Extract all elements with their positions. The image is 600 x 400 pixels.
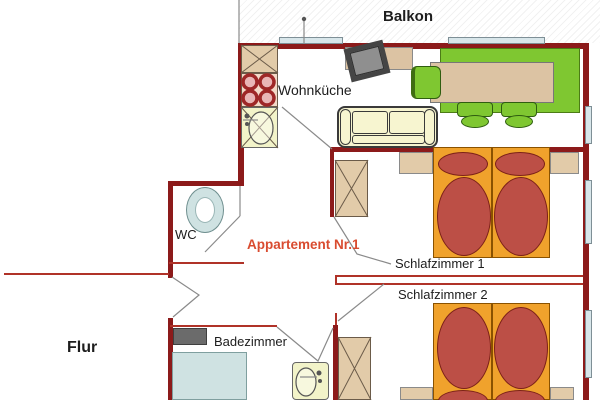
balcony-area [239, 0, 600, 43]
bed-divider [491, 303, 493, 400]
duvet [494, 307, 548, 389]
wall-bedroom-divider [335, 275, 583, 285]
label-flur: Flur [67, 339, 98, 356]
bedroom2-door-swing [337, 283, 385, 322]
pillow [438, 152, 488, 176]
headboard-bedroom1-left [399, 152, 433, 174]
door-jamb-bedroom2 [335, 313, 337, 325]
tv-screen [349, 45, 385, 77]
pillow [438, 390, 488, 400]
dining-table [430, 62, 554, 103]
wall-wc-left [168, 181, 173, 278]
kitchen-cabinet [241, 45, 278, 73]
boundary-flur [4, 273, 169, 275]
sofa-cushion [352, 111, 388, 134]
pillow [495, 390, 545, 400]
wall-wc-bottom [169, 262, 244, 264]
entrance-door-swing [171, 276, 200, 318]
sofa [337, 106, 438, 148]
sofa-arm [340, 109, 351, 145]
duvet [437, 307, 491, 389]
window-balcony-1 [279, 37, 343, 44]
label-balkon: Balkon [383, 8, 434, 25]
window-bedroom1 [585, 180, 592, 244]
wardrobe-bedroom2 [338, 337, 371, 400]
livingroom-door-swing [281, 106, 333, 150]
kitchen-sink [241, 107, 278, 148]
label-badezimmer: Badezimmer [214, 334, 287, 349]
label-schlafzimmer2: Schlafzimmer 2 [398, 287, 488, 302]
window-livingroom [585, 106, 592, 144]
label-wohnkueche: Wohnküche [278, 82, 352, 98]
double-bed-1 [433, 147, 550, 258]
duvet [494, 177, 548, 256]
wardrobe-bedroom1 [335, 160, 368, 217]
wall-top [239, 43, 588, 49]
wall-wc-top [169, 181, 244, 186]
label-wc: WC [175, 227, 197, 242]
double-bed-2 [433, 303, 550, 400]
wall-bedroom1-left [330, 147, 334, 217]
bed-divider [491, 147, 493, 258]
label-apartment: Appartement Nr.1 [247, 237, 360, 252]
headboard-bedroom2-right [550, 387, 574, 400]
sofa-cushion [389, 111, 425, 134]
chair-1 [457, 102, 493, 130]
window-bedroom2 [585, 310, 592, 378]
wall-bath-left [168, 318, 173, 400]
duvet [437, 177, 491, 256]
headboard-bedroom2-left [400, 387, 433, 400]
toilet-bowl [195, 197, 215, 223]
chair-2 [501, 102, 537, 130]
wall-bath-top [170, 325, 277, 327]
stove [241, 73, 278, 107]
wall-bedroom2-left [333, 325, 338, 400]
bathroom-sink [292, 362, 329, 400]
window-balcony-2 [448, 37, 545, 44]
pillow [495, 152, 545, 176]
chair-head [411, 66, 441, 99]
shower [172, 352, 247, 400]
sofa-arm [424, 109, 435, 145]
label-schlafzimmer1: Schlafzimmer 1 [395, 256, 485, 271]
washing-machine [173, 328, 207, 345]
headboard-bedroom1-right [550, 152, 579, 174]
sofa-front [352, 135, 425, 144]
